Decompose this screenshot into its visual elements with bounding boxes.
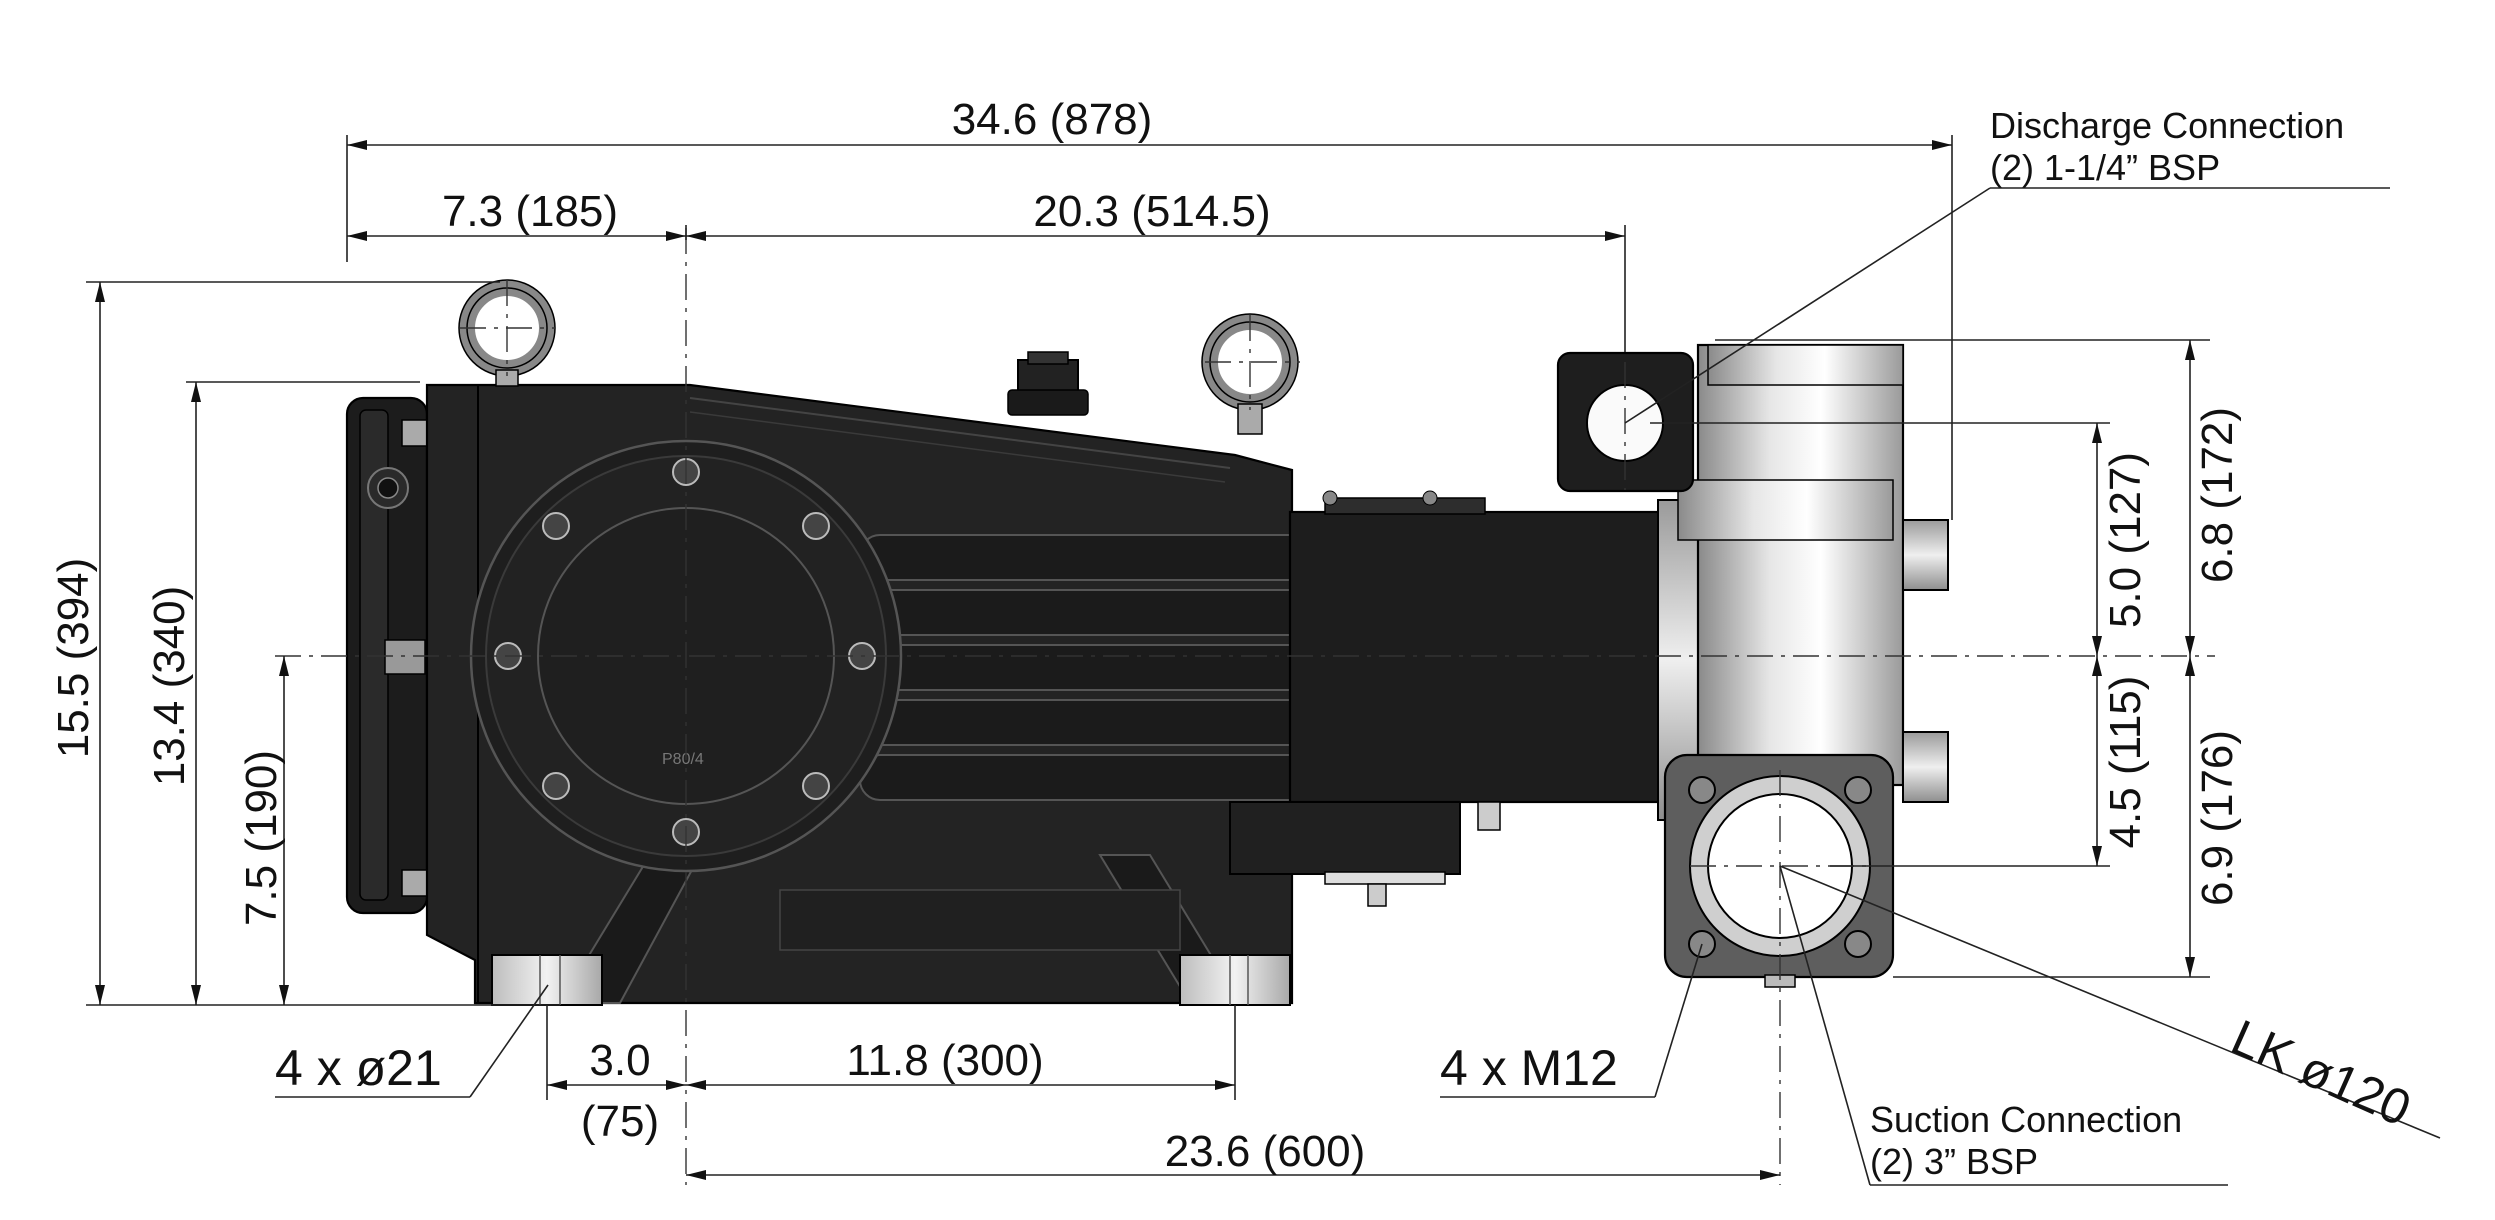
label-foot-offset-b: (75) (581, 1097, 659, 1146)
cooling-fins (859, 534, 1316, 801)
callout-flange-bolts: 4 x M12 (1440, 1040, 1618, 1096)
spacer-housing (1229, 490, 1662, 907)
leader-mount-holes (469, 984, 549, 1098)
label-left-to-center: 7.3 (185) (442, 187, 618, 236)
leader-discharge (1624, 187, 1991, 424)
label-overall-height: 15.5 (394) (49, 558, 98, 759)
suction-flange-bolts (1688, 776, 1872, 958)
callout-discharge-title: Discharge Connection (1990, 105, 2344, 146)
label-center-to-discharge: 20.3 (514.5) (1033, 187, 1270, 236)
dimension-lines (86, 135, 2441, 1186)
leader-suction (1779, 865, 1871, 1186)
label-discharge-overall: 6.8 (172) (2193, 407, 2242, 583)
label-foot-spacing: 11.8 (300) (846, 1036, 1043, 1085)
pump-body: P80/4 (345, 279, 1949, 1006)
label-foot-offset-a: 3.0 (589, 1036, 650, 1085)
dimension-labels: 34.6 (878) 7.3 (185) 20.3 (514.5) 3.0 (7… (49, 95, 2242, 1176)
leader-flange-bolts (1654, 943, 1703, 1098)
callout-mount-holes: 4 x ø21 (275, 1040, 442, 1096)
label-suction-overall: 6.9 (176) (2193, 730, 2242, 906)
label-shaft-height: 7.5 (190) (237, 750, 286, 926)
label-suction-below-center: 4.5 (115) (2101, 676, 2150, 849)
label-overall-length: 34.6 (878) (952, 95, 1153, 144)
callout-discharge-spec: (2) 1-1/4” BSP (1990, 147, 2220, 188)
callout-bolt-circle: LK ø120 (2224, 1009, 2419, 1137)
callout-suction-spec: (2) 3” BSP (1870, 1141, 2038, 1182)
leader-bolt-circle (1779, 865, 2441, 1139)
label-center-to-suction: 23.6 (600) (1165, 1127, 1366, 1176)
callout-suction-title: Suction Connection (1870, 1099, 2182, 1140)
label-body-height: 13.4 (340) (145, 586, 194, 787)
rear-cover-bolts (367, 419, 429, 897)
label-discharge-above-center: 5.0 (127) (2101, 452, 2150, 628)
manifold-head (1657, 343, 1949, 821)
oil-filler-cap (1007, 351, 1089, 416)
model-marking: P80/4 (662, 751, 704, 768)
mounting-feet (491, 954, 1291, 1006)
